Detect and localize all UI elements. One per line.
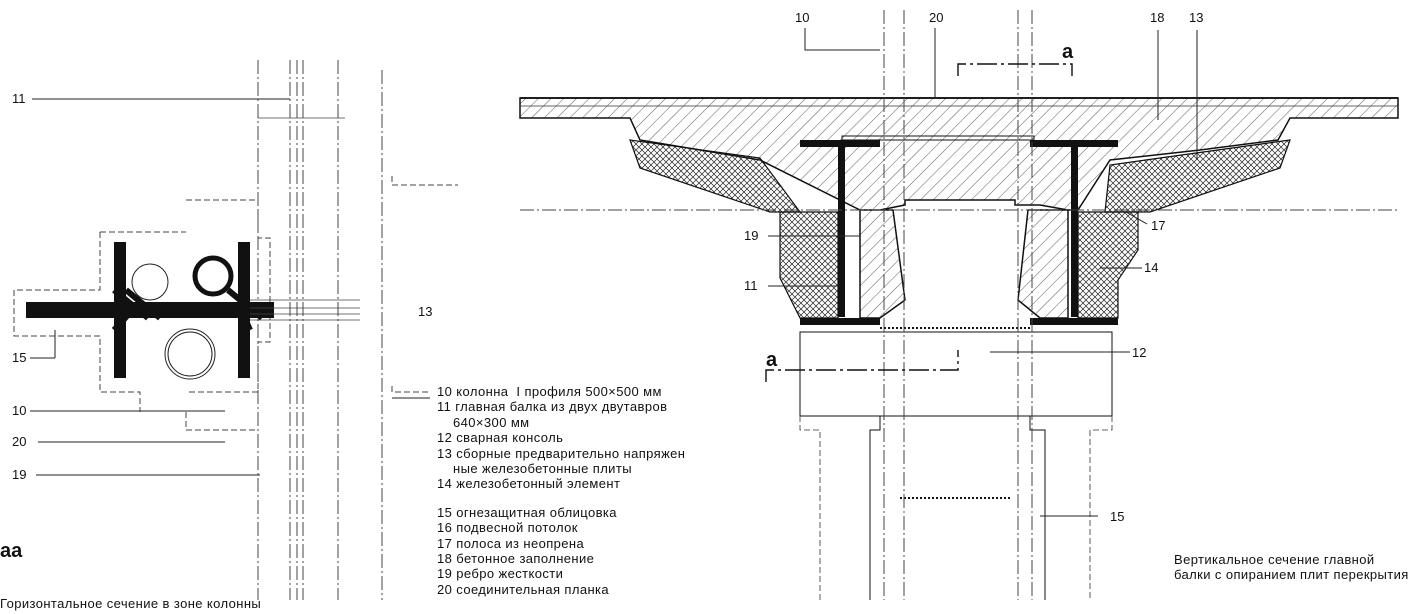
legend-item: 16 подвесной потолок bbox=[437, 520, 578, 536]
legend-item: 15 огнезащитная облицовка bbox=[437, 504, 617, 520]
left-callout-11: 11 bbox=[12, 91, 26, 106]
welded-console bbox=[799, 331, 1113, 417]
legend-item: 18 бетонное заполнение bbox=[437, 551, 595, 567]
pipe-circle-thick bbox=[192, 255, 234, 297]
legend-item: 12 сварная консоль bbox=[437, 430, 564, 446]
concrete-infill bbox=[519, 97, 1399, 319]
right-callout-10: 10 bbox=[795, 10, 809, 25]
left-guide-lines bbox=[250, 117, 360, 321]
legend-item: 20 соединительная планка bbox=[437, 581, 610, 597]
legend-item: 17 полоса из неопрена bbox=[437, 535, 585, 551]
right-callout-11: 11 bbox=[744, 278, 758, 293]
vertical-section-drawing: a a 10 20 18 13 19 11 17 14 12 15 bbox=[519, 10, 1399, 600]
left-callout-13: 13 bbox=[418, 304, 432, 319]
left-callout-10: 10 bbox=[12, 403, 26, 418]
section-label-aa: aa bbox=[0, 540, 23, 562]
rc-element-left bbox=[779, 211, 839, 319]
caption-vertical-section: Вертикальное сечение главной балки с опи… bbox=[1174, 552, 1409, 582]
left-callout-19: 19 bbox=[12, 467, 26, 482]
rc-element-right bbox=[1077, 211, 1139, 319]
right-callout-12: 12 bbox=[1132, 345, 1146, 360]
pipe-circle-double bbox=[164, 328, 216, 380]
left-leader-lines bbox=[30, 98, 430, 476]
connecting-batten bbox=[111, 287, 264, 333]
right-callout-15: 15 bbox=[1110, 509, 1124, 524]
right-callout-19: 19 bbox=[744, 228, 758, 243]
horizontal-section-drawing: 11 15 10 20 19 13 bbox=[12, 60, 458, 600]
connecting-plate bbox=[841, 135, 1035, 141]
right-callout-13: 13 bbox=[1189, 10, 1203, 25]
right-callout-18: 18 bbox=[1150, 10, 1164, 25]
right-callout-20: 20 bbox=[929, 10, 943, 25]
left-axis-lines bbox=[257, 60, 383, 600]
fire-cladding-outline bbox=[799, 416, 1113, 600]
left-callout-15: 15 bbox=[12, 350, 26, 365]
legend-item: 13 сборные предварительно напряжен ные ж… bbox=[437, 445, 686, 477]
cut-line-aa bbox=[765, 63, 1073, 382]
right-callout-17: 17 bbox=[1151, 218, 1165, 233]
legend-gap bbox=[437, 492, 685, 505]
pipe-circle-inner bbox=[167, 331, 213, 377]
legend-item: 19 ребро жесткости bbox=[437, 566, 564, 582]
legend-item: 10 колонна I профиля 500×500 мм bbox=[437, 384, 662, 399]
column-outline bbox=[869, 416, 1046, 600]
right-leader-lines bbox=[768, 28, 1198, 517]
cut-mark-top: a bbox=[1062, 41, 1074, 63]
legend-item: 14 железобетонный элемент bbox=[437, 476, 621, 492]
right-callout-14: 14 bbox=[1144, 260, 1158, 275]
left-callout-20: 20 bbox=[12, 434, 26, 449]
cut-mark-bottom: a bbox=[766, 349, 778, 371]
caption-horizontal-section: Горизонтальное сечение в зоне колонны bbox=[0, 596, 262, 611]
legend-item: 11 главная балка из двух двутавров 640×3… bbox=[437, 399, 668, 430]
legend: 10 колонна I профиля 500×500 мм 11 главн… bbox=[437, 384, 685, 597]
cladding-outline bbox=[13, 176, 458, 431]
main-beam-i-sections bbox=[800, 140, 1118, 325]
pipe-circle-thin bbox=[131, 263, 169, 301]
right-axis-lines bbox=[520, 10, 1398, 600]
